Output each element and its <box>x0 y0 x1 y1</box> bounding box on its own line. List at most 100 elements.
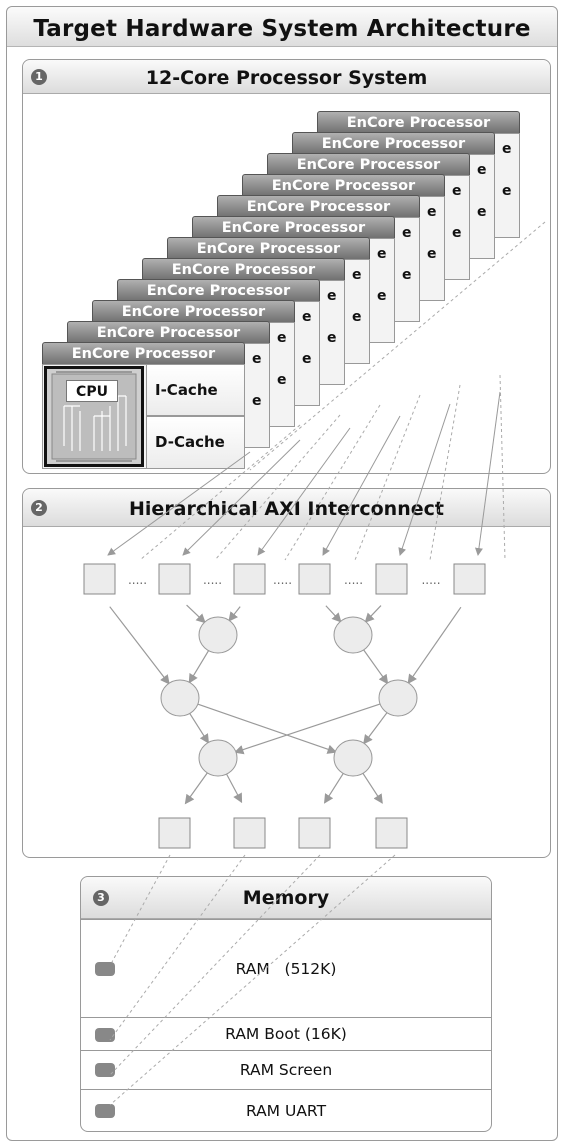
port-ellipsis: ..... <box>128 573 147 587</box>
cache-label-fragment: e <box>277 330 287 346</box>
core-title: EnCore Processor <box>167 237 370 259</box>
cache-label-fragment: e <box>252 393 262 409</box>
interconnect-bottom-port <box>158 817 191 849</box>
cache-label-fragment: e <box>402 225 412 241</box>
interconnect-router-node <box>198 739 238 777</box>
memory-panel: 3 Memory RAM (512K) RAM Boot (16K) RAM S… <box>80 876 492 1132</box>
memory-chip-icon <box>95 1063 115 1077</box>
interconnect-router-node <box>333 616 373 654</box>
core-to-port-dashed-wire <box>284 404 381 561</box>
step-number-2: 2 <box>31 500 47 516</box>
interconnect-port <box>375 563 408 595</box>
core-to-port-wire <box>107 451 251 556</box>
cache-label-fragment: e <box>477 204 487 220</box>
interconnect-edge <box>194 702 338 754</box>
memory-row-label: RAM UART <box>245 1102 327 1120</box>
interconnect-router-node <box>160 679 200 717</box>
interconnect-edge <box>361 647 389 685</box>
icache-label: I-Cache <box>155 381 218 399</box>
cache-label-fragment: e <box>502 183 512 199</box>
core-to-port-dashed-wire <box>499 374 506 561</box>
interconnect-bottom-port <box>375 817 408 849</box>
core-title: EnCore Processor <box>67 321 270 343</box>
core-to-port-dashed-wire <box>214 414 341 561</box>
cache-label-fragment: e <box>377 246 387 262</box>
interconnect-edge <box>225 771 243 804</box>
interconnect-edge <box>325 605 342 623</box>
cache-label-fragment: e <box>452 183 462 199</box>
memory-row-ram-screen: RAM Screen <box>81 1050 491 1089</box>
memory-row-ram-boot: RAM Boot (16K) <box>81 1017 491 1050</box>
cache-label-fragment: e <box>277 372 287 388</box>
core-title: EnCore Processor <box>217 195 420 217</box>
processor-panel-title: 12-Core Processor System <box>145 67 428 89</box>
interconnect-edge <box>186 604 206 624</box>
interconnect-router-node <box>333 739 373 777</box>
cache-label-fragment: e <box>452 225 462 241</box>
memory-chip-icon <box>95 962 115 976</box>
interconnect-port <box>83 563 116 595</box>
dcache-label: D-Cache <box>155 433 225 451</box>
interconnect-port <box>233 563 266 595</box>
cache-label-fragment: e <box>302 309 312 325</box>
interconnect-router-node <box>198 616 238 654</box>
interconnect-edge <box>233 702 384 755</box>
interconnect-edge <box>109 606 170 685</box>
cache-label-fragment: e <box>327 288 337 304</box>
interconnect-port <box>158 563 191 595</box>
cache-label-fragment: e <box>427 246 437 262</box>
port-ellipsis: ..... <box>421 573 440 587</box>
memory-panel-header: 3 Memory <box>81 877 491 919</box>
memory-row-ram: RAM (512K) <box>81 919 491 1017</box>
step-number-3: 3 <box>93 890 109 906</box>
core-title: EnCore Processor <box>242 174 445 196</box>
core-title: EnCore Processor <box>317 111 520 133</box>
interconnect-edge <box>361 771 383 804</box>
port-to-memory-dashed-wire <box>109 854 321 1076</box>
cache-label-fragment: e <box>352 267 362 283</box>
cache-label-fragment: e <box>427 204 437 220</box>
memory-row-label: RAM Screen <box>239 1061 333 1079</box>
interconnect-port <box>298 563 331 595</box>
port-to-memory-dashed-wire <box>109 854 246 1041</box>
cache-label-fragment: e <box>352 309 362 325</box>
step-number-1: 1 <box>31 69 47 85</box>
cache-label-fragment: e <box>402 267 412 283</box>
interconnect-edge <box>188 711 210 744</box>
cache-label-fragment: e <box>252 351 262 367</box>
interconnect-edge <box>407 606 462 685</box>
interconnect-bottom-port <box>298 817 331 849</box>
interconnect-panel-header: 2 Hierarchical AXI Interconnect <box>23 489 550 527</box>
interconnect-bottom-port <box>233 817 266 849</box>
cache-label-fragment: e <box>502 141 512 157</box>
cache-label-fragment: e <box>477 162 487 178</box>
interconnect-edge <box>323 771 345 804</box>
port-ellipsis: ..... <box>203 573 222 587</box>
core-title: EnCore Processor <box>117 279 320 301</box>
cache-label-fragment: e <box>302 351 312 367</box>
port-ellipsis: ..... <box>344 573 363 587</box>
memory-row-label: RAM (512K) <box>235 960 337 978</box>
processor-panel-header: 1 12-Core Processor System <box>23 60 550 94</box>
core-title: EnCore Processor <box>92 300 295 322</box>
interconnect-router-node <box>378 679 418 717</box>
cache-label-fragment: e <box>327 330 337 346</box>
core-to-port-dashed-wire <box>139 424 301 561</box>
dcache-block: D-Cache <box>146 416 245 469</box>
memory-row-label: RAM Boot (16K) <box>225 1025 347 1043</box>
icache-block: I-Cache <box>146 364 245 416</box>
memory-chip-icon <box>95 1028 115 1042</box>
core-to-port-wire <box>322 415 401 556</box>
core-title: EnCore Processor <box>42 342 245 364</box>
cpu-label: CPU <box>66 380 118 402</box>
interconnect-edge <box>228 606 241 622</box>
core-title: EnCore Processor <box>267 153 470 175</box>
page-title: Target Hardware System Architecture <box>7 7 557 47</box>
core-title: EnCore Processor <box>192 216 395 238</box>
stack-dashed-wire <box>249 221 546 471</box>
core-title: EnCore Processor <box>142 258 345 280</box>
core-to-port-wire <box>257 427 351 556</box>
core-to-port-wire <box>182 439 301 556</box>
